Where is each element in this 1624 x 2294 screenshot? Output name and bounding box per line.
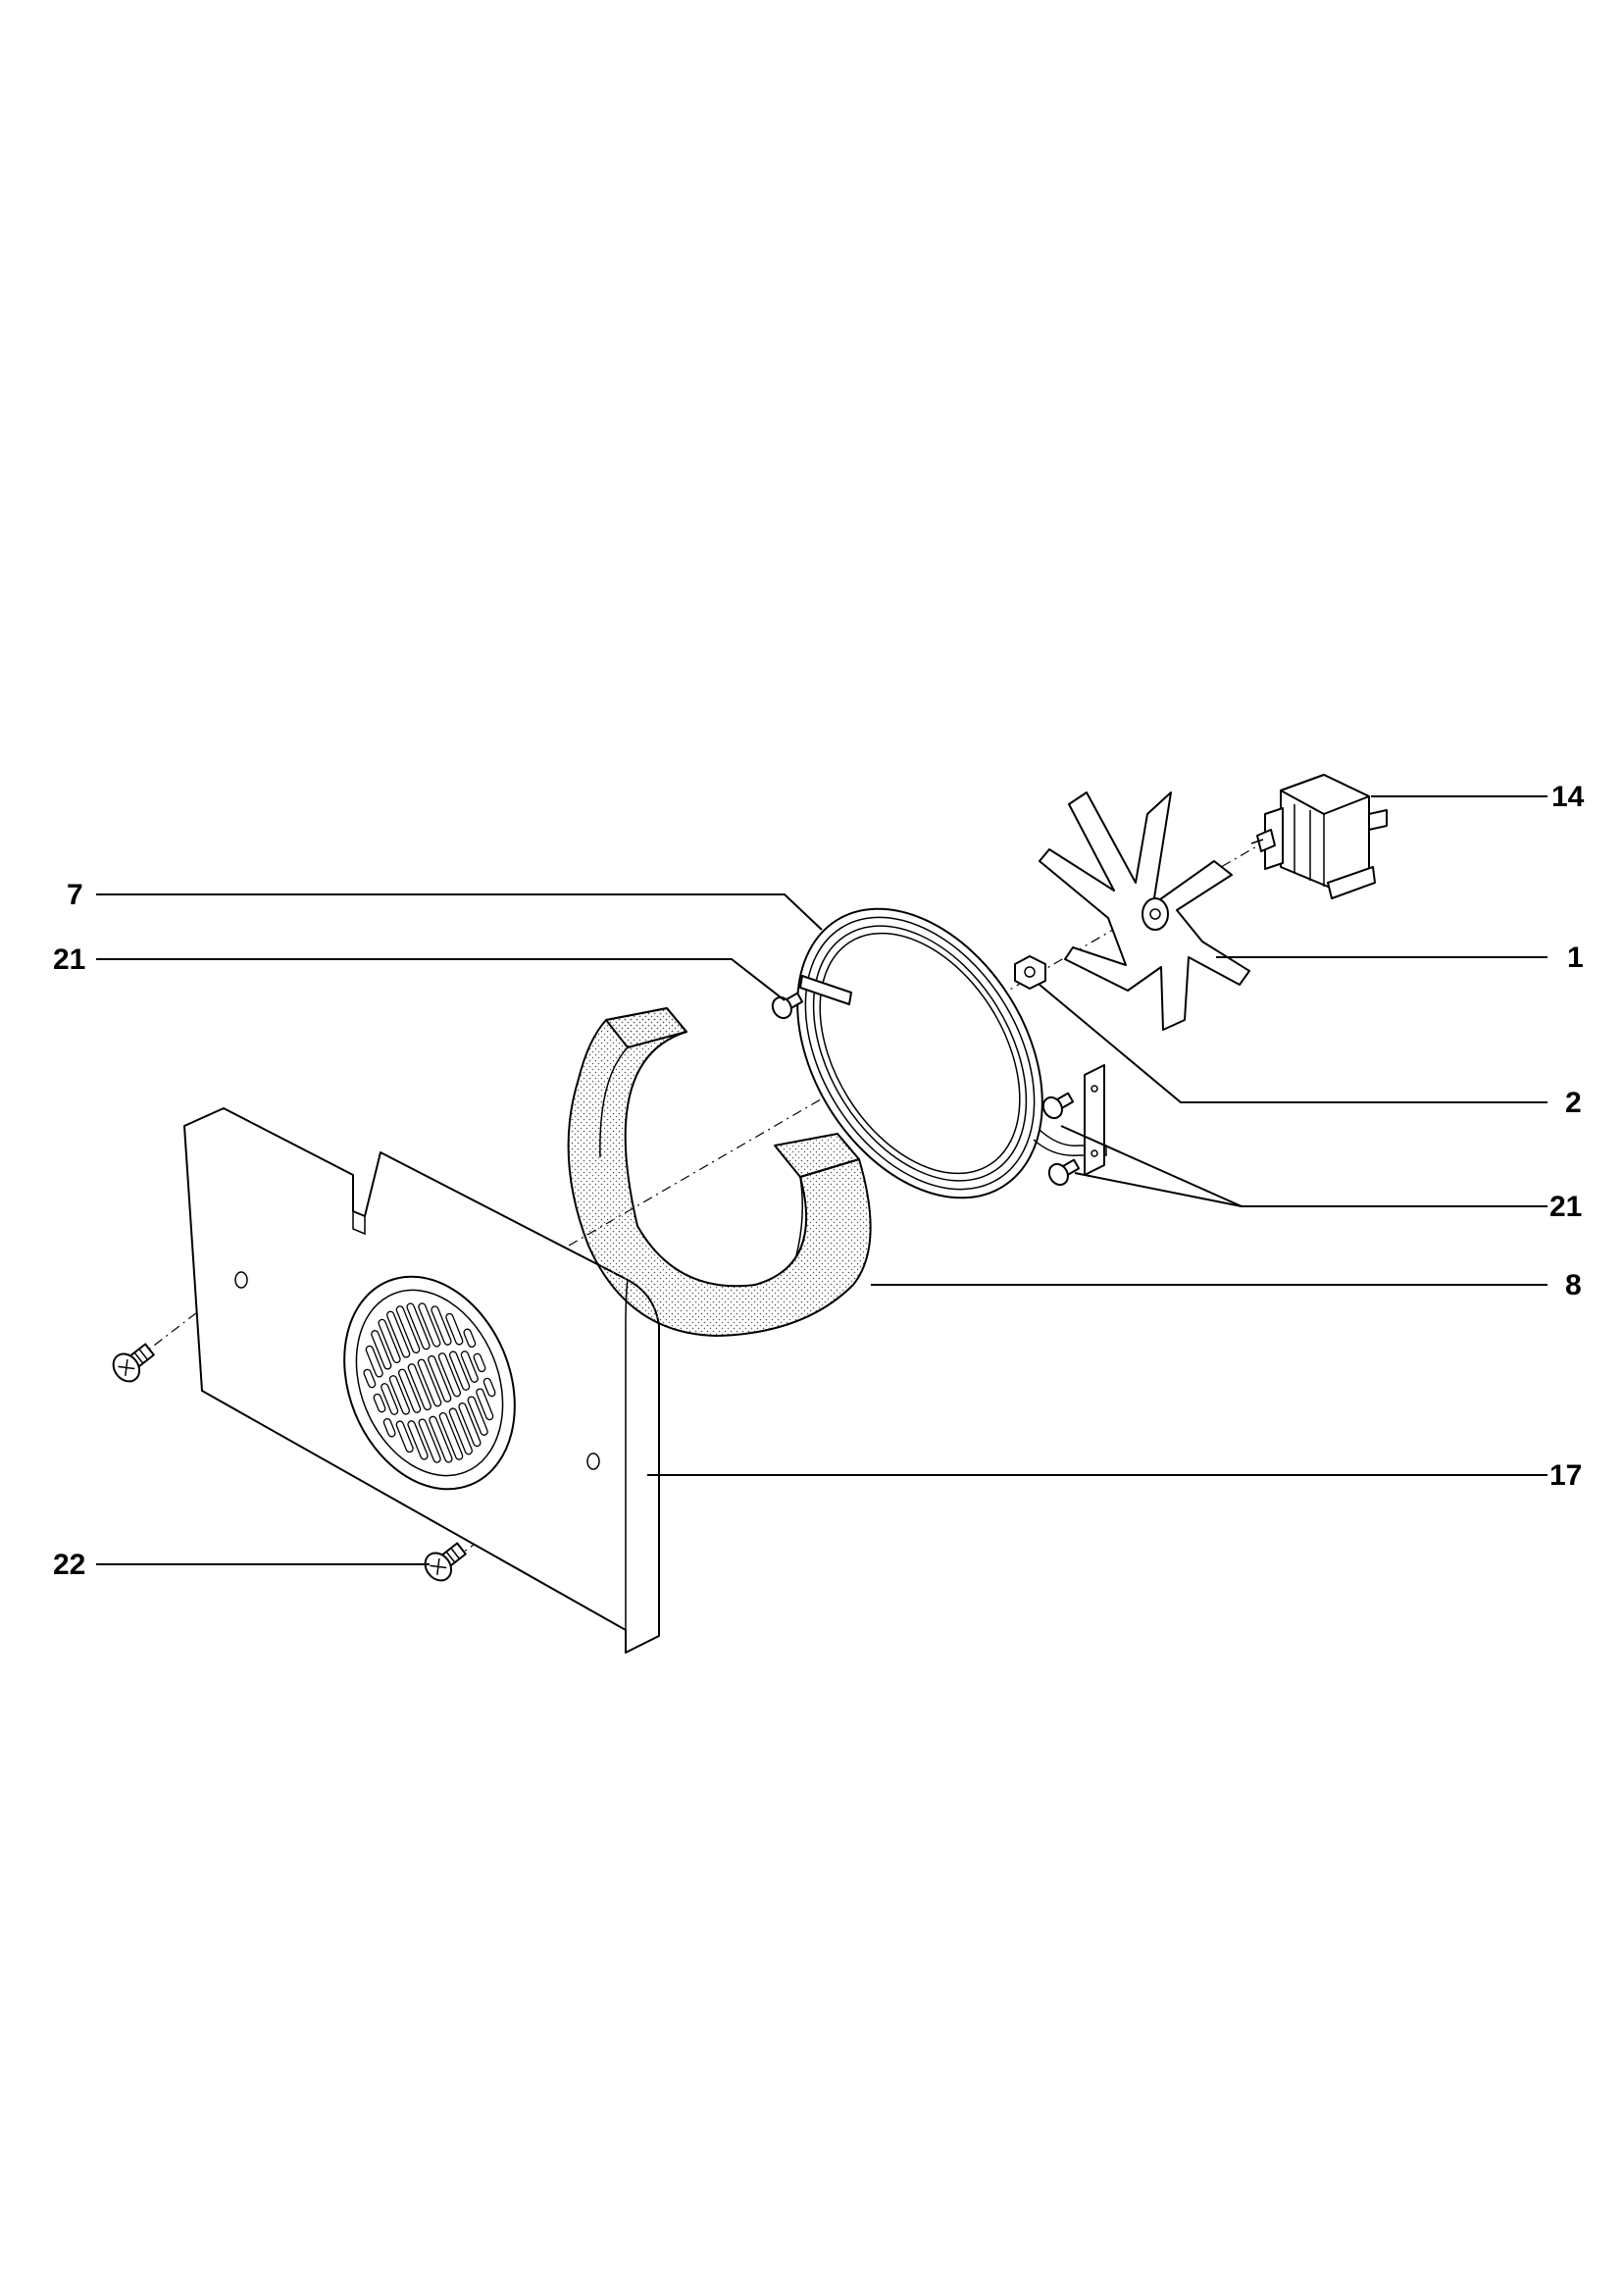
callout-8: 8: [1565, 1269, 1582, 1301]
callout-7: 7: [67, 879, 83, 911]
grille-slot: [438, 1412, 464, 1460]
leader-7: [96, 893, 823, 931]
grille-slot: [428, 1354, 452, 1402]
callout-1: 1: [1567, 942, 1584, 974]
panel-hole-right: [586, 1453, 600, 1470]
callout-21-right: 21: [1549, 1191, 1582, 1223]
rear-cover-panel: [183, 1107, 660, 1654]
callout-14: 14: [1551, 781, 1585, 813]
grille-slot: [431, 1305, 452, 1346]
grille-slot: [473, 1352, 486, 1373]
callout-21-top: 21: [53, 943, 85, 976]
grille-slot: [460, 1351, 479, 1383]
fan-blade: [1039, 791, 1250, 1031]
heating-element: [796, 907, 1107, 1199]
screw-21-low: [1047, 1158, 1081, 1187]
grille-slots: [363, 1302, 496, 1463]
leader-21-right-b: [1074, 1172, 1243, 1207]
grille-slot: [397, 1368, 422, 1413]
grille-slot: [445, 1312, 464, 1346]
screw-22-left: [112, 1343, 155, 1383]
grille-slot: [429, 1415, 453, 1463]
grille-slot: [378, 1318, 401, 1364]
screw-21-mid: [1041, 1092, 1075, 1120]
callout-2: 2: [1565, 1087, 1582, 1119]
fan-motor: [1250, 774, 1388, 899]
grille-slot: [382, 1417, 396, 1438]
leader-21-right-a: [1060, 1125, 1548, 1207]
grille-slot: [407, 1363, 431, 1411]
grille-slot: [395, 1420, 414, 1453]
leader-21-top: [96, 958, 786, 1001]
grille-slot: [417, 1358, 442, 1407]
grille-slot: [448, 1407, 473, 1455]
grille-slot: [395, 1305, 421, 1353]
grille-slot: [418, 1302, 441, 1348]
leader-lines: [96, 795, 1548, 1565]
grille-slot: [407, 1420, 429, 1460]
screw-22-bottom: [424, 1542, 467, 1582]
grille-slot: [463, 1328, 477, 1349]
grille-slot: [388, 1375, 411, 1415]
grille-slot: [381, 1383, 399, 1415]
grille-slot: [458, 1402, 482, 1448]
grille-slot: [386, 1310, 411, 1358]
leader-2: [1039, 984, 1548, 1103]
screw-21-top: [771, 992, 804, 1020]
callout-22: 22: [53, 1549, 85, 1581]
grille-slot: [418, 1418, 441, 1463]
grille-slot: [371, 1330, 392, 1370]
grille-slot: [448, 1351, 471, 1391]
grille-slot: [365, 1345, 383, 1378]
grille-slot: [363, 1368, 377, 1389]
grille-slot: [437, 1352, 462, 1398]
grille-inner: [355, 1289, 504, 1477]
grille-slot: [467, 1396, 488, 1436]
panel-hole-left: [234, 1271, 248, 1289]
grille-slot: [482, 1377, 496, 1398]
grille-slot: [476, 1388, 494, 1421]
grille-slot: [373, 1393, 386, 1413]
insulation-ring: [567, 1007, 872, 1337]
fan-nut: [1014, 955, 1046, 990]
callout-17: 17: [1549, 1459, 1582, 1492]
grille-slot: [406, 1302, 431, 1351]
